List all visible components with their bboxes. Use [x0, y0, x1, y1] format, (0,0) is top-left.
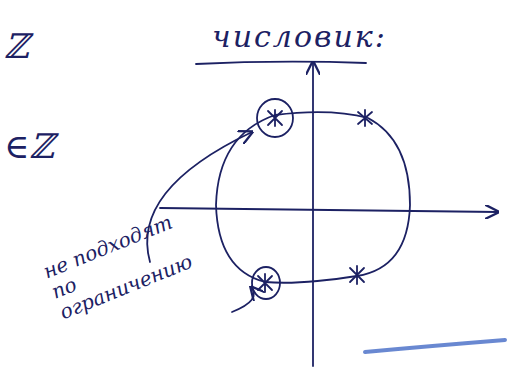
- pen-stroke: [365, 340, 505, 352]
- real-axis: [160, 208, 498, 212]
- exclusion-ring: [252, 267, 280, 299]
- root-circle: [216, 112, 410, 283]
- underline: [196, 62, 366, 64]
- imaginary-axis: [312, 62, 314, 366]
- exclusion-ring: [257, 99, 293, 137]
- set-symbol: ∈ℤ: [4, 128, 54, 165]
- note-text: не подходят по ограничению: [40, 206, 204, 323]
- pointer-arrow: [232, 287, 254, 312]
- sheet-title: числовик:: [212, 20, 387, 53]
- set-symbol: ℤ: [4, 28, 29, 65]
